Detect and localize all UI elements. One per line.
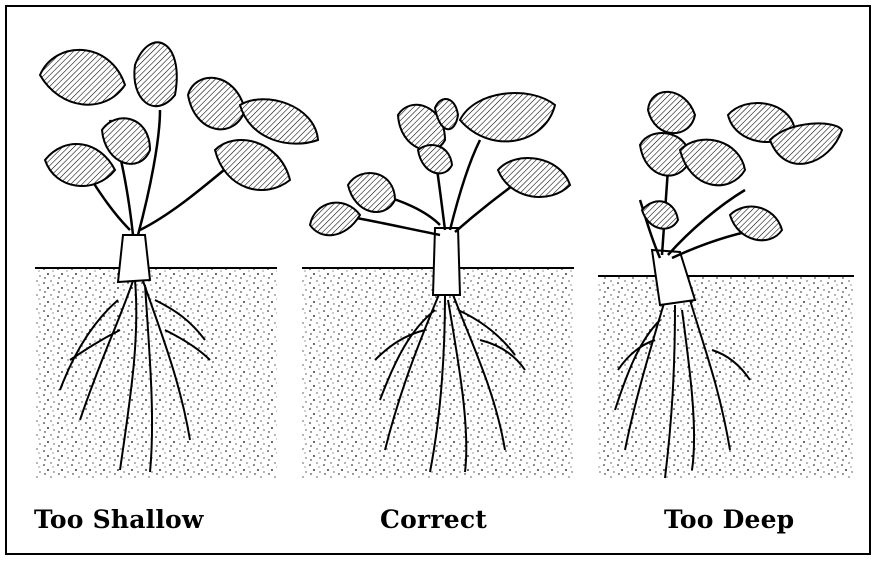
leaves <box>40 42 318 190</box>
leaves <box>310 93 570 235</box>
panel-too-deep <box>598 92 854 478</box>
soil-block <box>302 268 574 478</box>
caption-too-deep: Too Deep <box>664 505 794 534</box>
crown-stem <box>433 228 460 295</box>
panel-too-shallow <box>35 42 318 478</box>
caption-too-shallow: Too Shallow <box>34 505 204 534</box>
caption-correct: Correct <box>380 505 487 534</box>
panel-correct <box>302 93 574 478</box>
leaves <box>640 92 842 240</box>
crown-stem <box>118 235 150 282</box>
soil-block <box>598 276 854 478</box>
